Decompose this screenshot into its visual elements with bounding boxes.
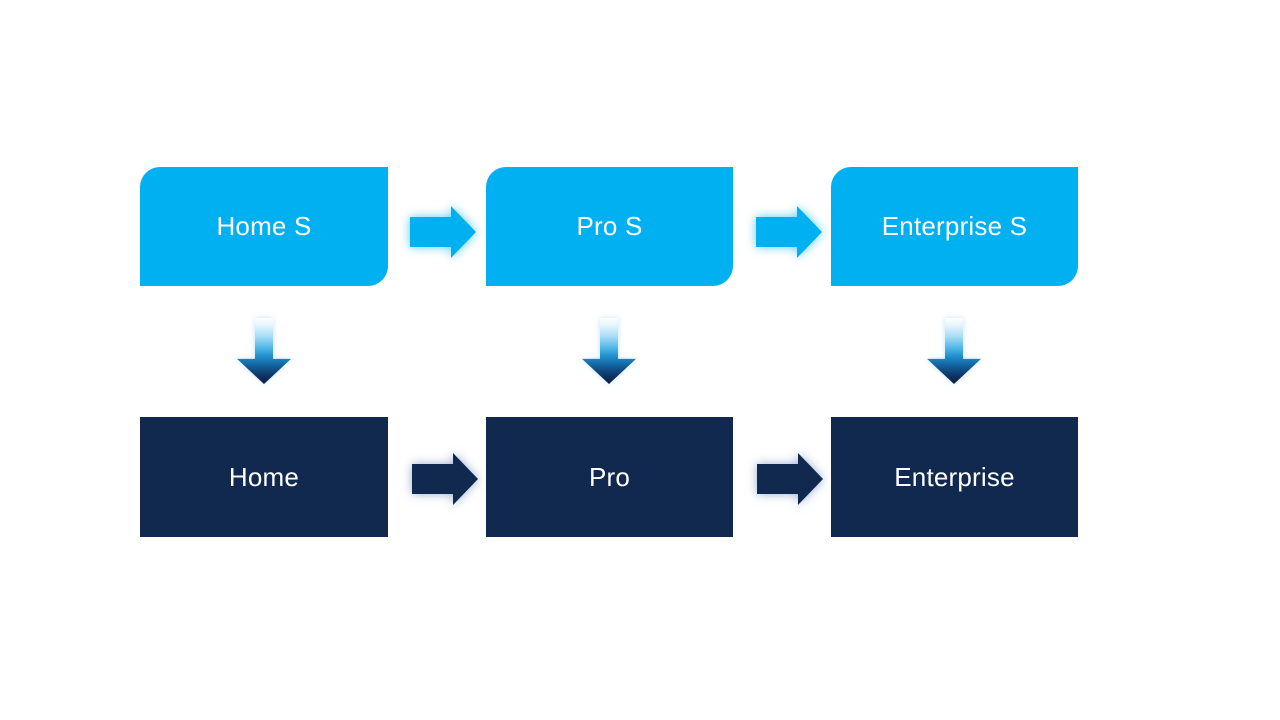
down-arrow-shape: [237, 318, 291, 384]
down-arrow-shape: [927, 318, 981, 384]
right-arrow-shape: [756, 206, 822, 258]
right-arrow-icon: [410, 206, 476, 258]
down-arrow-shape: [582, 318, 636, 384]
node-enterprise-label: Enterprise: [894, 461, 1015, 492]
node-pro: Pro: [486, 417, 733, 537]
down-arrow-icon: [237, 318, 291, 384]
right-arrow-icon: [756, 206, 822, 258]
node-enterprise-s-label: Enterprise S: [881, 211, 1028, 241]
node-home-s-label: Home S: [216, 211, 312, 241]
right-arrow-icon: [757, 453, 823, 505]
down-arrow-icon: [927, 318, 981, 384]
node-pro-s-label: Pro S: [576, 211, 643, 241]
right-arrow-icon: [412, 453, 478, 505]
node-enterprise-s: Enterprise S: [831, 167, 1078, 286]
node-home: Home: [140, 417, 388, 537]
node-home-label: Home: [228, 461, 300, 492]
down-arrow-icon: [582, 318, 636, 384]
node-home-s: Home S: [140, 167, 388, 286]
node-enterprise: Enterprise: [831, 417, 1078, 537]
right-arrow-shape: [412, 453, 478, 505]
node-pro-s: Pro S: [486, 167, 733, 286]
right-arrow-shape: [410, 206, 476, 258]
right-arrow-shape: [757, 453, 823, 505]
node-pro-label: Pro: [588, 461, 631, 492]
